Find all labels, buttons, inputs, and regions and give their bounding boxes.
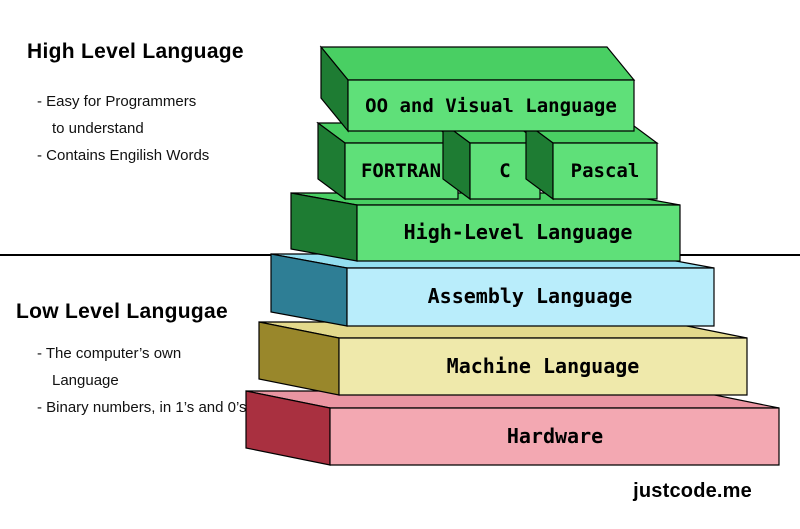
high-level-language-label: High-Level Language [404,220,633,244]
assembly-language-label: Assembly Language [428,284,633,308]
c-block: C [441,121,542,201]
machine-language-block: Machine Language [258,321,748,396]
hardware-block: Hardware [245,390,780,466]
low-level-bullet-3: - Binary numbers, in 1’s and 0’s [37,399,247,416]
oo-visual-language-label: OO and Visual Language [365,95,617,117]
high-level-language-front-face [356,204,681,262]
fortran-label: FORTRAN [361,160,441,182]
high-level-bullet-1: - Easy for Programmers [37,93,197,110]
hardware-front-face [329,407,780,466]
oo-visual-language-top-face [319,46,636,81]
low-level-bullets: - The computer’s own Language - Binary n… [37,340,247,421]
high-level-bullets: - Easy for Programmers to understand - C… [37,88,209,169]
machine-language-front-face [338,337,748,396]
fortran-block: FORTRAN [316,121,460,201]
watermark-justcode: justcode.me [633,480,752,502]
low-level-bullet-1: - The computer’s own [37,345,182,362]
assembly-language-block: Assembly Language [270,253,715,327]
high-level-language-block: High-Level Language [290,192,681,262]
pascal-front-face [552,142,658,200]
hardware-label: Hardware [507,424,603,448]
fortran-front-face [344,142,459,200]
low-level-heading: Low Level Langugae [16,300,228,323]
c-label: C [499,160,510,182]
oo-visual-language-block: OO and Visual Language [319,45,636,133]
machine-language-label: Machine Language [447,354,640,378]
high-level-bullet-3: - Contains Engilish Words [37,147,210,164]
oo-visual-language-front-face [347,79,635,132]
assembly-language-front-face [346,267,715,327]
low-level-bullet-2: Language [52,372,119,389]
pascal-block: Pascal [524,121,659,201]
high-level-language-side-face [290,192,358,262]
high-level-heading: High Level Language [27,40,244,63]
c-front-face [469,142,541,200]
high-level-bullet-2: to understand [52,120,144,137]
pascal-label: Pascal [571,160,640,182]
